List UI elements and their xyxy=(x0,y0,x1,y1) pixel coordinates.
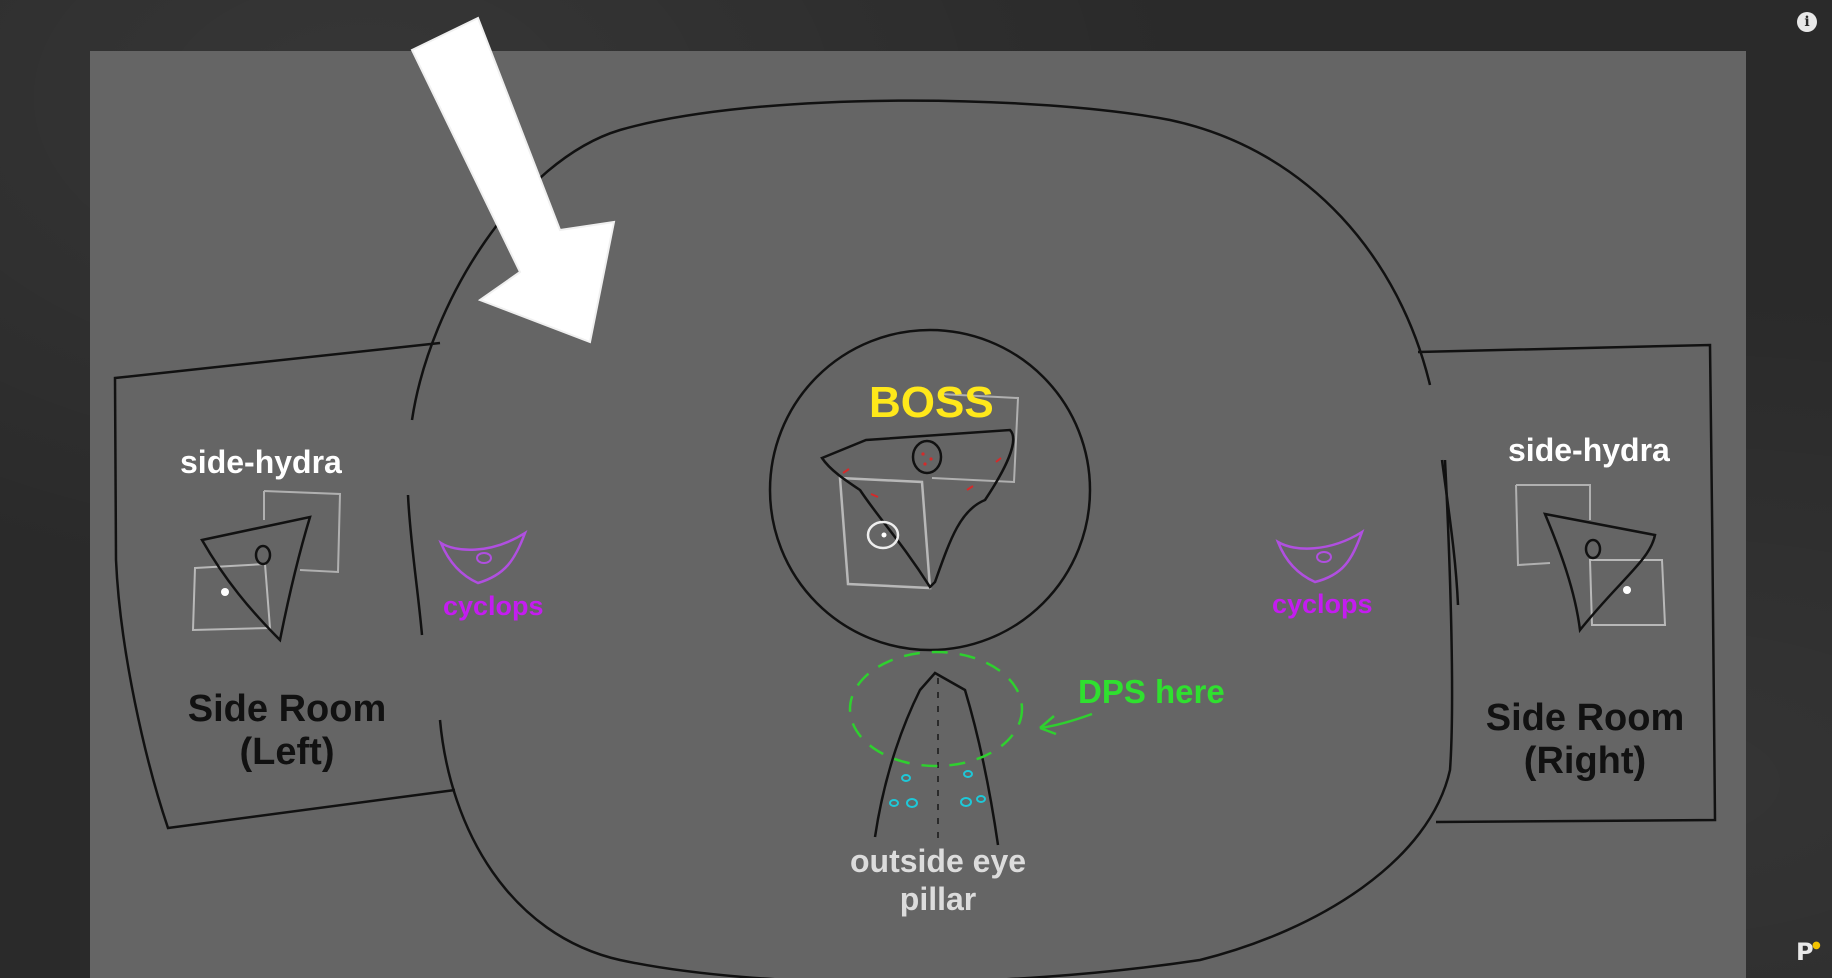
pillar-label-line2: pillar xyxy=(899,881,977,918)
boss-eye xyxy=(911,439,943,475)
pillar-cyan-mark xyxy=(901,774,911,782)
boss-grey-square xyxy=(931,393,1020,484)
cyclops-left-eye xyxy=(476,552,492,564)
side-hydra-left-label: side-hydra xyxy=(180,444,342,480)
side-room-right-inner-wall xyxy=(1440,459,1460,606)
pillar-label: outside eye pillar xyxy=(838,842,1038,919)
side-hydra-right-eye xyxy=(1584,538,1602,560)
boss-shape xyxy=(820,428,1015,589)
boss-red-dot xyxy=(921,452,925,456)
pillar-label-line1: outside eye xyxy=(849,843,1027,879)
pillar-cyan-mark xyxy=(906,798,918,808)
dps-arrow xyxy=(1039,712,1093,736)
side-hydra-right-grey-square xyxy=(1515,484,1591,567)
side-room-left-line1: Side Room xyxy=(187,688,387,730)
side-room-right-outline xyxy=(1417,343,1717,824)
cyclops-right-label: cyclops xyxy=(1272,589,1373,619)
side-hydra-left-dot xyxy=(221,588,229,596)
drawing-board xyxy=(90,51,1746,978)
main-room-left-wall xyxy=(406,494,424,636)
pillar-cyan-mark xyxy=(976,795,986,803)
main-room-outline xyxy=(410,99,1454,978)
pillar-cyan-mark xyxy=(960,797,972,807)
boss-arena-circle xyxy=(768,328,1092,652)
side-room-left-outline xyxy=(113,341,456,830)
cyclops-left-shape xyxy=(438,529,528,585)
pillar-cyan-mark xyxy=(889,799,899,807)
side-hydra-left-grey-square-2 xyxy=(191,562,272,632)
info-icon[interactable]: i xyxy=(1797,12,1817,32)
channel-logo-dot: ● xyxy=(1812,940,1821,951)
side-room-right-label: Side Room (Right) xyxy=(1480,697,1690,782)
side-hydra-right-shape xyxy=(1542,512,1657,634)
boss-red-mark xyxy=(842,468,850,474)
boss-label: BOSS xyxy=(869,378,994,427)
pillar-cyan-mark xyxy=(963,770,973,778)
side-room-right-line1: Side Room xyxy=(1485,697,1685,739)
channel-logo-letter: P xyxy=(1796,938,1814,966)
side-room-right-line2: (Right) xyxy=(1523,739,1647,782)
side-room-left-line2: (Left) xyxy=(239,730,335,773)
cyclops-right-shape xyxy=(1275,529,1365,584)
boss-red-dot xyxy=(929,457,933,461)
dps-here-label: DPS here xyxy=(1078,673,1225,710)
side-hydra-left-eye xyxy=(254,544,272,566)
boss-red-mark xyxy=(870,493,879,498)
side-hydra-right-grey-square-2 xyxy=(1588,559,1667,626)
side-room-left-label: Side Room (Left) xyxy=(182,688,392,773)
channel-logo-icon: P● xyxy=(1796,938,1821,966)
side-hydra-left-grey-square xyxy=(263,490,342,574)
side-hydra-right-label: side-hydra xyxy=(1508,432,1670,468)
side-hydra-left-shape xyxy=(200,515,312,643)
boss-white-pupil xyxy=(881,532,887,538)
boss-white-eye xyxy=(866,520,900,550)
boss-red-dot xyxy=(923,462,927,466)
cyclops-right-eye xyxy=(1316,551,1332,563)
cyclops-left-label: cyclops xyxy=(443,591,544,621)
pointer-arrow-icon xyxy=(410,16,616,344)
boss-red-mark xyxy=(995,457,1002,463)
outside-eye-pillar-outline xyxy=(873,671,1000,846)
dps-zone-ring xyxy=(848,650,1024,768)
side-hydra-right-dot xyxy=(1623,586,1631,594)
boss-red-mark xyxy=(966,485,974,491)
